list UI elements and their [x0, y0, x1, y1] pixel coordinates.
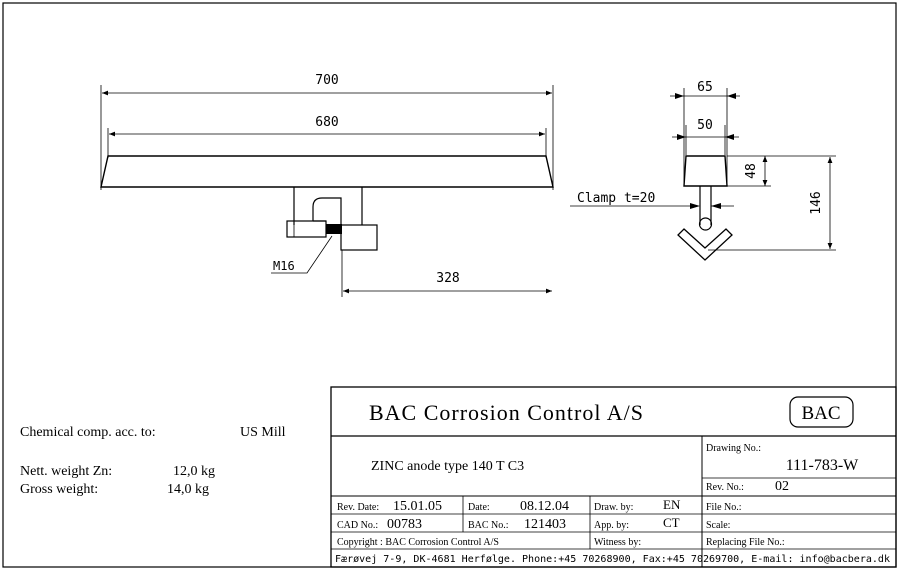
- file-no-label: File No.:: [706, 502, 742, 513]
- drawn-by: EN: [663, 497, 681, 512]
- app-by-label: App. by:: [594, 520, 629, 531]
- bolt-m16: [286, 220, 327, 238]
- dimension-50: 50: [697, 118, 713, 133]
- date-label: Date:: [468, 502, 490, 513]
- rev-date-label: Rev. Date:: [337, 502, 379, 513]
- drawing-no-label: Drawing No.:: [706, 443, 761, 454]
- nett-weight-label: Nett. weight Zn:: [20, 464, 112, 479]
- clamp-bracket: [312, 197, 342, 225]
- clamp-label: Clamp t=20: [577, 191, 655, 206]
- anode-body-side: [683, 155, 728, 187]
- cad-no: 00783: [387, 517, 422, 532]
- dimension-48: 48: [744, 163, 759, 179]
- chemical-label: Chemical comp. acc. to:: [20, 425, 156, 440]
- gross-weight-value: 14,0 kg: [167, 482, 209, 497]
- chemical-value: US Mill: [240, 425, 286, 440]
- bolt-label: M16: [273, 259, 295, 273]
- dimension-700: 700: [315, 73, 338, 88]
- anode-body-front: [100, 155, 554, 188]
- replacing-file-label: Replacing File No.:: [706, 537, 785, 548]
- gross-weight-label: Gross weight:: [20, 482, 98, 497]
- rev-date: 15.01.05: [393, 499, 442, 514]
- nett-weight-value: 12,0 kg: [173, 464, 215, 479]
- v-clamp: [677, 228, 733, 261]
- part-description: ZINC anode type 140 T C3: [371, 459, 524, 474]
- cad-no-label: CAD No.:: [337, 520, 378, 531]
- bac-no: 121403: [524, 517, 566, 532]
- scale-label: Scale:: [706, 520, 730, 531]
- front-view: 700 680 M16 328: [100, 73, 554, 297]
- side-view: 65 50 Clamp t=20 48 146: [570, 80, 836, 261]
- dimension-146: 146: [809, 191, 824, 214]
- material-notes: Chemical comp. acc. to: US Mill Nett. we…: [20, 425, 286, 497]
- dimension-680: 680: [315, 115, 338, 130]
- bolt-leader-line: [271, 235, 333, 274]
- rev-no: 02: [775, 479, 789, 494]
- copyright: Copyright : BAC Corrosion Control A/S: [337, 537, 499, 548]
- title-block-frame: [330, 386, 897, 568]
- witness-label: Witness by:: [594, 537, 641, 548]
- bac-no-label: BAC No.:: [468, 520, 509, 531]
- company-name: BAC Corrosion Control A/S: [369, 400, 644, 425]
- dimension-65: 65: [697, 80, 713, 95]
- company-address: Færøvej 7-9, DK-4681 Herfølge. Phone:+45…: [335, 554, 890, 565]
- title-block: BAC Corrosion Control A/S BAC ZINC anode…: [330, 386, 897, 568]
- bolt-section: [698, 217, 713, 231]
- rev-no-label: Rev. No.:: [706, 482, 744, 493]
- bac-logo: BAC: [801, 403, 840, 424]
- date: 08.12.04: [520, 499, 569, 514]
- drawn-by-label: Draw. by:: [594, 502, 633, 513]
- dimension-328: 328: [436, 271, 459, 286]
- clamp-block: [340, 224, 378, 251]
- bac-logo-frame: [789, 396, 854, 428]
- app-by: CT: [663, 515, 680, 530]
- drawing-no: 111-783-W: [786, 457, 859, 474]
